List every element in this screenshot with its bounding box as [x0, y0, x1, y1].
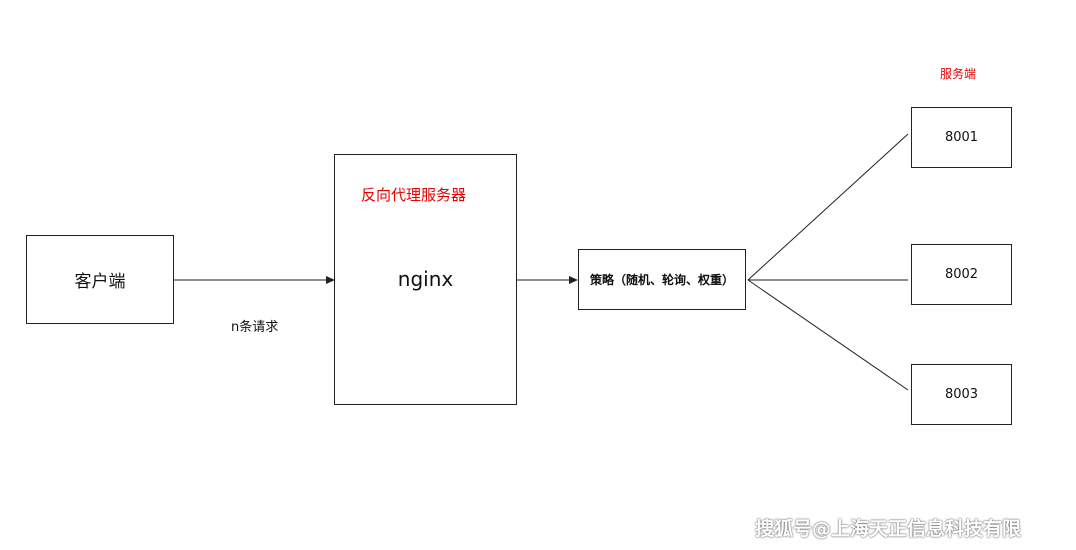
request-label: n条请求	[231, 320, 279, 335]
proxy-name: nginx	[397, 267, 454, 291]
client-label: 客户端	[74, 272, 126, 292]
strategy-label: 策略（随机、轮询、权重）	[589, 273, 734, 287]
strategy-to-8003-line	[747, 279, 909, 391]
server-label: 8002	[944, 267, 979, 282]
server-node-8002[interactable]: 8002	[911, 244, 1012, 305]
server-node-8001[interactable]: 8001	[911, 107, 1012, 168]
strategy-to-8001-line	[747, 133, 909, 281]
server-node-8003[interactable]: 8003	[911, 364, 1012, 425]
watermark: 搜狐号@上海天正信息科技有限	[755, 518, 1022, 540]
strategy-node[interactable]: 策略（随机、轮询、权重）	[578, 249, 746, 310]
servers-title: 服务端	[940, 67, 977, 81]
server-label: 8001	[944, 130, 979, 145]
client-node[interactable]: 客户端	[26, 235, 174, 324]
server-label: 8003	[944, 387, 979, 402]
proxy-title: 反向代理服务器	[361, 186, 467, 204]
proxy-server-node[interactable]	[334, 154, 517, 405]
